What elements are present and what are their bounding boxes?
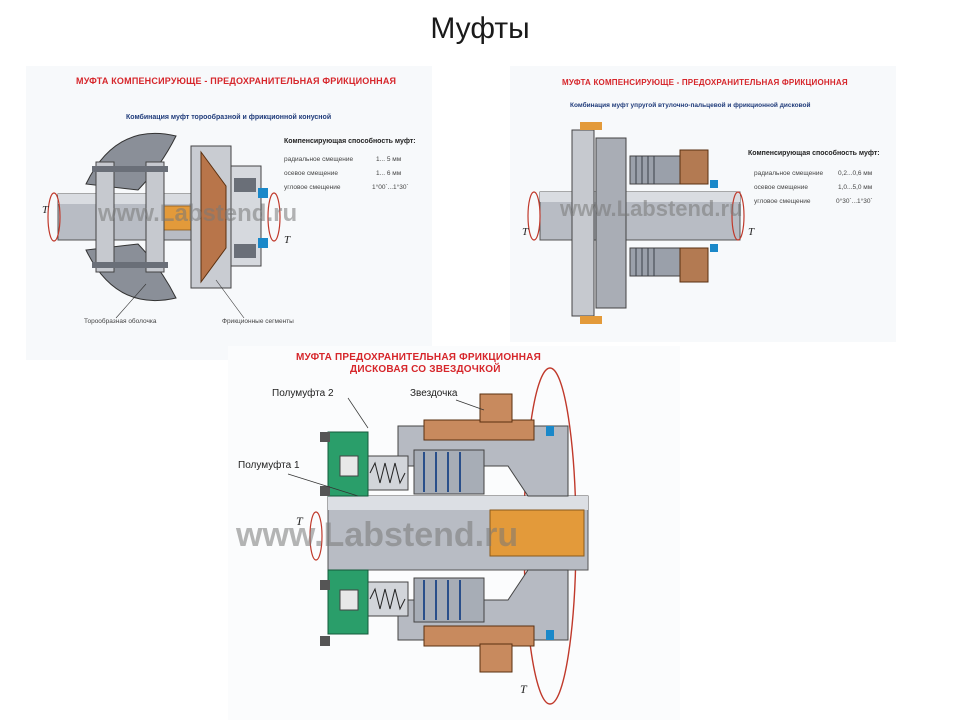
sprocket-coupling-diagram xyxy=(287,367,589,705)
panel2-spec-value-radial: 0,2...0,6 мм xyxy=(838,170,873,177)
panel1-spec-label-radial: радиальное смещение xyxy=(284,156,354,163)
panel2-spec-label-radial: радиальное смещение xyxy=(754,170,824,177)
panel2-torque-left: T xyxy=(522,226,529,238)
panel2-spec-heading: Компенсирующая способность муфт: xyxy=(748,150,880,157)
panel2-torque-right: T xyxy=(748,226,755,238)
panel3-title-line2: ДИСКОВАЯ СО ЗВЕЗДОЧКОЙ xyxy=(350,364,501,375)
panel3-torque-left: T xyxy=(296,514,303,528)
panel1-spec-label-angular: угловое смещение xyxy=(284,184,341,191)
panel2-watermark: www.Labstend.ru xyxy=(560,196,743,221)
panel1-subtitle: Комбинация муфт торообразной и фрикционн… xyxy=(126,114,332,121)
coupling-drawing-pin-bushing-disc: МУФТА КОМПЕНСИРУЮЩЕ - ПРЕДОХРАНИТЕЛЬНАЯ … xyxy=(510,66,896,342)
panel1-spec-label-axial: осевое смещение xyxy=(284,170,338,177)
label-half-coupling-1: Полумуфта 1 xyxy=(238,460,300,471)
panel1-callout-friction-segments: Фрикционные сегменты xyxy=(222,318,294,325)
panel1-spec-value-radial: 1... 5 мм xyxy=(376,156,402,163)
label-half-coupling-2: Полумуфта 2 xyxy=(272,388,334,399)
panel2-spec-value-axial: 1,0...5,0 мм xyxy=(838,184,873,191)
toroidal-coupling-diagram xyxy=(47,132,281,319)
panel1-callout-toroidal-shell: Торообразная оболочка xyxy=(84,318,157,325)
slide-title: Муфты xyxy=(430,12,530,45)
panel2-title: МУФТА КОМПЕНСИРУЮЩЕ - ПРЕДОХРАНИТЕЛЬНАЯ … xyxy=(562,78,848,87)
panel1-title: МУФТА КОМПЕНСИРУЮЩЕ - ПРЕДОХРАНИТЕЛЬНАЯ … xyxy=(76,76,397,86)
panel1-spec-heading: Компенсирующая способность муфт: xyxy=(284,138,416,145)
coupling-drawing-sprocket-disc: МУФТА ПРЕДОХРАНИТЕЛЬНАЯ ФРИКЦИОННАЯ ДИСК… xyxy=(228,346,680,720)
panel1-spec-value-axial: 1... 6 мм xyxy=(376,170,402,177)
panel3-torque-bottom: T xyxy=(520,682,527,696)
pin-bushing-coupling-diagram xyxy=(527,122,745,324)
label-sprocket: Звездочка xyxy=(410,388,458,399)
panel2-spec-value-angular: 0°30´...1°30´ xyxy=(836,198,873,205)
panel1-spec-value-angular: 1°00´...1°30´ xyxy=(372,184,409,191)
panel2-subtitle: Комбинация муфт упругой втулочно-пальцев… xyxy=(570,102,811,109)
panel3-title-line1: МУФТА ПРЕДОХРАНИТЕЛЬНАЯ ФРИКЦИОННАЯ xyxy=(296,352,541,363)
panel2-spec-label-axial: осевое смещение xyxy=(754,184,808,191)
panel2-spec-label-angular: угловое смещение xyxy=(754,198,811,205)
panel1-torque-left: T xyxy=(42,204,49,216)
panel1-torque-right: T xyxy=(284,234,291,246)
panel3-watermark: www.Labstend.ru xyxy=(236,516,519,554)
coupling-drawing-toroidal-conical: МУФТА КОМПЕНСИРУЮЩЕ - ПРЕДОХРАНИТЕЛЬНАЯ … xyxy=(26,66,432,360)
panel1-watermark: www.Labstend.ru xyxy=(98,200,298,227)
